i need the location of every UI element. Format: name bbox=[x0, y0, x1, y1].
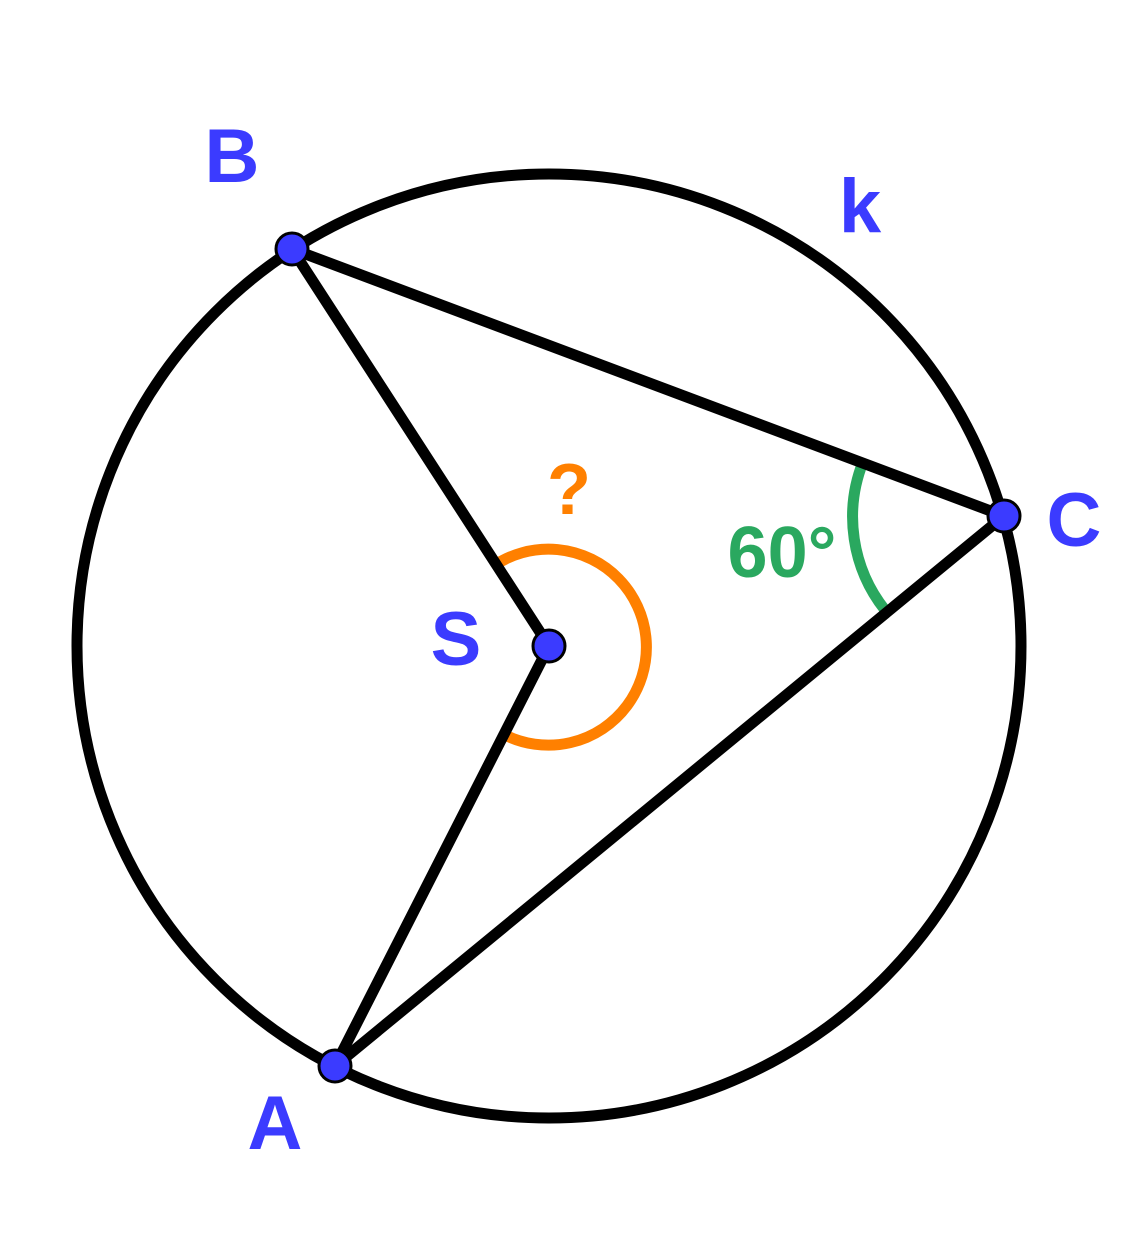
central-angle-arc bbox=[488, 543, 652, 751]
segment-bc bbox=[286, 243, 1010, 522]
label-s: S bbox=[431, 597, 482, 682]
segment-bs bbox=[286, 243, 555, 652]
segment-ca bbox=[329, 510, 1010, 1072]
point-s bbox=[531, 628, 567, 664]
label-k: k bbox=[839, 164, 882, 249]
label-c: C bbox=[1047, 478, 1102, 563]
inscribed-angle-arc bbox=[847, 459, 890, 614]
label-a: A bbox=[248, 1081, 303, 1166]
central-angle-label: ? bbox=[547, 450, 591, 530]
inscribed-angle-label: 60° bbox=[728, 513, 837, 593]
point-a bbox=[317, 1048, 353, 1084]
point-c bbox=[986, 498, 1022, 534]
point-b bbox=[274, 231, 310, 267]
circle-k bbox=[71, 168, 1027, 1124]
segment-sa bbox=[329, 640, 555, 1072]
label-b: B bbox=[205, 114, 260, 199]
